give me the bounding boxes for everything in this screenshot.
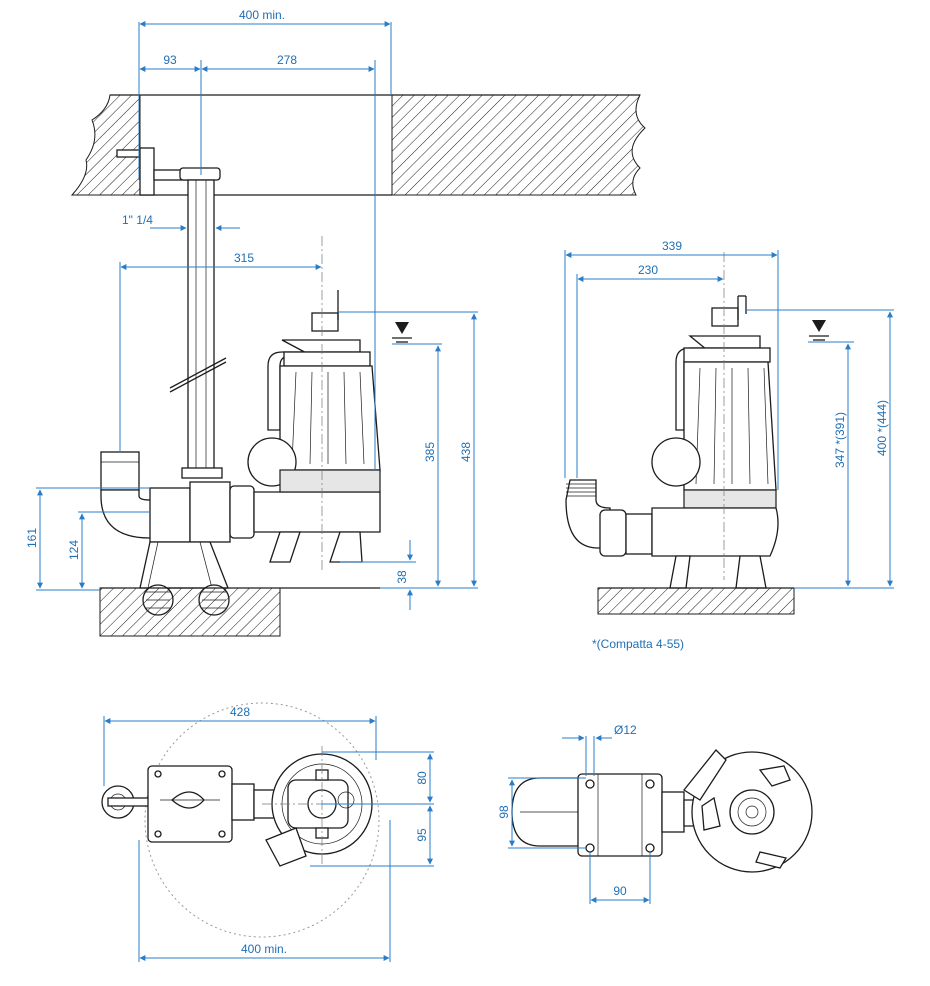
dim-161: 161 bbox=[25, 528, 39, 548]
dim-124: 124 bbox=[67, 540, 81, 560]
dim-400-444: 400 *(444) bbox=[875, 400, 889, 456]
dim-bolt-hole: Ø12 bbox=[614, 723, 637, 737]
pump-body-side bbox=[247, 290, 381, 563]
dim-278: 278 bbox=[277, 53, 297, 67]
dim-315: 315 bbox=[234, 251, 254, 265]
dim-80: 80 bbox=[415, 771, 429, 785]
dim-95: 95 bbox=[415, 828, 429, 842]
side-view-installation: 400 min. 93 278 1" 1/4 315 161 124 385 4… bbox=[25, 8, 646, 637]
plan-view-base: Ø12 98 90 bbox=[497, 723, 813, 904]
dim-339: 339 bbox=[662, 239, 682, 253]
dim-400-min-bottom: 400 min. bbox=[241, 942, 287, 956]
dim-98: 98 bbox=[497, 805, 511, 819]
dim-93: 93 bbox=[163, 53, 177, 67]
side-view-compact: 339 230 347 *(391) 400 *(444) *(Compatta… bbox=[564, 239, 894, 651]
water-level-icon bbox=[392, 322, 412, 343]
water-level-icon-compact bbox=[809, 320, 829, 341]
dim-438: 438 bbox=[459, 442, 473, 462]
dim-90: 90 bbox=[613, 884, 627, 898]
dimension-lines-plan bbox=[103, 716, 434, 962]
dim-400-min-top: 400 min. bbox=[239, 8, 285, 22]
dimension-lines-compact bbox=[564, 250, 894, 589]
upper-bracket bbox=[116, 147, 221, 196]
dimension-lines-side bbox=[36, 21, 478, 610]
dim-pipe-thread: 1" 1/4 bbox=[122, 213, 153, 227]
plan-view-installation: 428 80 95 400 min. bbox=[101, 702, 434, 962]
dim-385: 385 bbox=[423, 442, 437, 462]
dim-428: 428 bbox=[230, 705, 250, 719]
dim-347-391: 347 *(391) bbox=[833, 412, 847, 468]
floor bbox=[99, 587, 380, 637]
guide-pipe bbox=[169, 179, 227, 479]
ceiling-slab bbox=[70, 94, 646, 196]
compact-note: *(Compatta 4-55) bbox=[592, 637, 684, 651]
discharge-elbow bbox=[100, 451, 381, 543]
dimension-lines-base bbox=[508, 735, 651, 904]
dim-38: 38 bbox=[395, 570, 409, 584]
dim-230: 230 bbox=[638, 263, 658, 277]
